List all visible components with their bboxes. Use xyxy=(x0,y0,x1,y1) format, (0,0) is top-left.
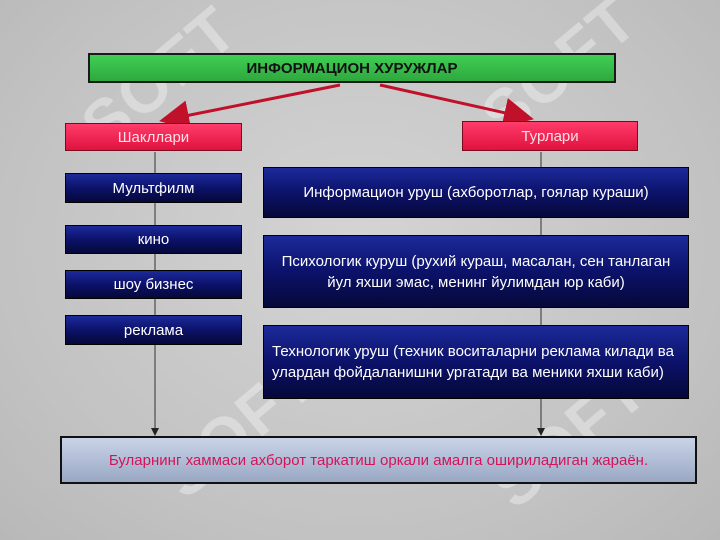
arrow-to-types xyxy=(379,83,534,128)
diagram-title: ИНФОРМАЦИОН ХУРУЖЛАР xyxy=(88,53,616,83)
form-item: кино xyxy=(65,225,242,254)
form-item: реклама xyxy=(65,315,242,345)
form-item: шоу бизнес xyxy=(65,270,242,299)
types-header: Турлари xyxy=(462,121,638,151)
type-item: Психологик куруш (рухий кураш, масалан, … xyxy=(263,235,689,308)
conclusion-box: Буларнинг хаммаси ахборот таркатиш оркал… xyxy=(60,436,697,484)
type-item: Информацион уруш (ахборотлар, гоялар кур… xyxy=(263,167,689,218)
type-item: Технологик уруш (техник воситаларни рекл… xyxy=(263,325,689,399)
form-item: Мультфилм xyxy=(65,173,242,203)
arrow-to-forms xyxy=(159,83,341,131)
forms-header: Шакллари xyxy=(65,123,242,151)
